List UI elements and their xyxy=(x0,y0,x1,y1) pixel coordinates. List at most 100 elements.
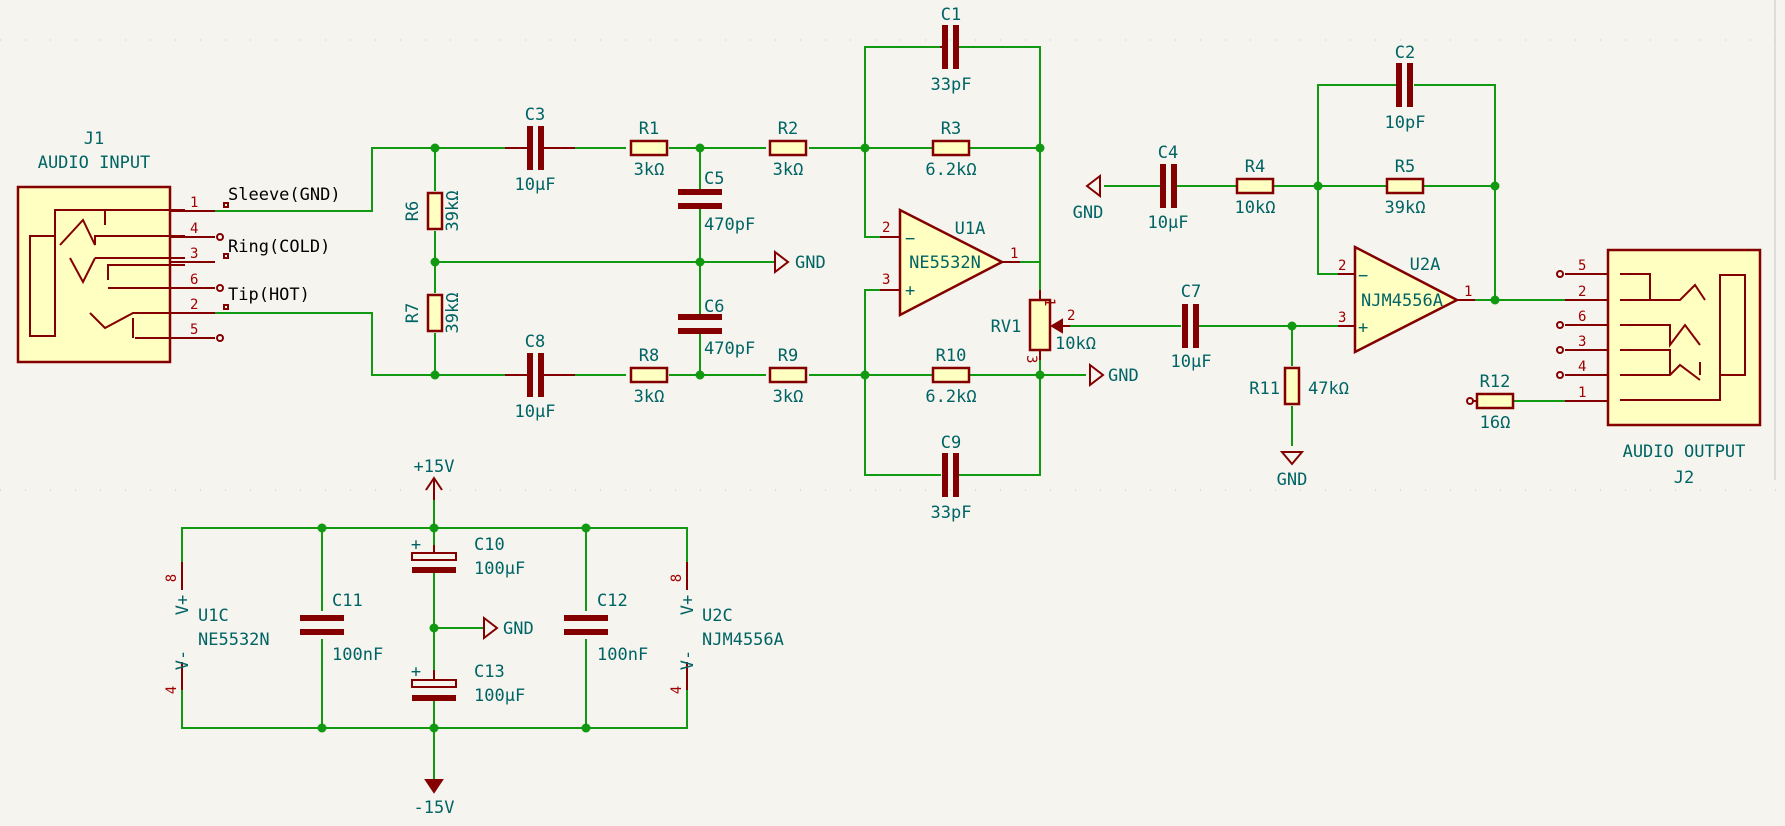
r1-ref: R1 xyxy=(639,119,659,139)
c11-capacitor[interactable]: C11 100nF xyxy=(300,591,383,665)
c2-capacitor[interactable]: C2 10pF xyxy=(1385,43,1426,133)
r2-ref: R2 xyxy=(778,119,798,139)
u2a-pin-3: 3 xyxy=(1338,310,1346,326)
r7-resistor[interactable]: R7 39kΩ xyxy=(403,293,463,334)
c4-capacitor[interactable]: C4 10µF xyxy=(1148,143,1189,233)
junctions xyxy=(317,143,1500,733)
c6-capacitor[interactable]: C6 470pF xyxy=(678,297,755,359)
r3-value: 6.2kΩ xyxy=(925,160,976,180)
j2-pin-2: 2 xyxy=(1578,284,1586,300)
j1-pin-5: 5 xyxy=(190,322,198,338)
j2-connector[interactable]: 5 2 6 3 4 1 AUDIO OUTPUT J2 xyxy=(1556,248,1762,488)
r11-resistor[interactable]: R11 47kΩ xyxy=(1249,366,1349,406)
u1a-plus: + xyxy=(905,281,915,301)
c13-capacitor[interactable]: + C13 100µF xyxy=(411,662,525,706)
gnd-symbol-power: GND xyxy=(483,615,534,641)
r5-value: 39kΩ xyxy=(1385,198,1426,218)
u2c-pin-4: 4 xyxy=(669,686,685,694)
u1c-vminus: V- xyxy=(173,650,193,670)
c2-ref: C2 xyxy=(1395,43,1415,63)
u1c-value: NE5532N xyxy=(198,630,270,650)
gnd-label-r11: GND xyxy=(1277,470,1308,490)
r4-ref: R4 xyxy=(1245,157,1265,177)
r12-resistor[interactable]: R12 16Ω xyxy=(1466,372,1515,433)
c5-value: 470pF xyxy=(704,215,755,235)
c5-ref: C5 xyxy=(704,169,724,189)
c12-ref: C12 xyxy=(597,591,628,611)
u1c-power-unit[interactable]: 8 4 V+ V- U1C NE5532N xyxy=(164,562,270,694)
c10-value: 100µF xyxy=(474,559,525,579)
u2a-ref: U2A xyxy=(1410,255,1441,275)
gnd-symbol-mid: GND xyxy=(774,249,826,275)
j2-value: AUDIO OUTPUT xyxy=(1623,442,1746,462)
r2-value: 3kΩ xyxy=(773,160,804,180)
r6-value: 39kΩ xyxy=(443,191,463,232)
u1a-value: NE5532N xyxy=(909,253,981,273)
c3-capacitor[interactable]: C3 10µF xyxy=(505,105,575,195)
c7-ref: C7 xyxy=(1181,282,1201,302)
c8-value: 10µF xyxy=(515,402,556,422)
u2c-value: NJM4556A xyxy=(702,630,784,650)
u1a-opamp[interactable]: − + 2 3 1 U1A NE5532N xyxy=(880,207,1020,318)
j1-tip-flag xyxy=(223,304,229,310)
u2a-pin-1: 1 xyxy=(1464,284,1472,300)
c10-ref: C10 xyxy=(474,535,505,555)
c6-value: 470pF xyxy=(704,339,755,359)
gnd-label-power: GND xyxy=(503,619,534,639)
r4-resistor[interactable]: R4 10kΩ xyxy=(1235,157,1276,218)
vneg-symbol: -15V xyxy=(414,779,455,818)
r9-resistor[interactable]: R9 3kΩ xyxy=(768,346,808,407)
r4-value: 10kΩ xyxy=(1235,198,1276,218)
gnd-symbol-r11: GND xyxy=(1277,451,1308,490)
vpos-label: +15V xyxy=(414,457,455,477)
u2c-power-unit[interactable]: 8 4 V+ V- U2C NJM4556A xyxy=(669,562,784,694)
c9-capacitor[interactable]: C9 33pF xyxy=(931,433,972,523)
j2-pin-5: 5 xyxy=(1578,258,1586,274)
r1-resistor[interactable]: R1 3kΩ xyxy=(629,119,669,180)
c11-value: 100nF xyxy=(332,645,383,665)
r10-resistor[interactable]: R10 6.2kΩ xyxy=(925,346,976,407)
c10-capacitor[interactable]: + C10 100µF xyxy=(411,535,525,579)
u1a-pin-2: 2 xyxy=(882,220,890,236)
r8-value: 3kΩ xyxy=(634,387,665,407)
r8-resistor[interactable]: R8 3kΩ xyxy=(629,346,669,407)
c12-capacitor[interactable]: C12 100nF xyxy=(564,591,648,665)
rv1-potentiometer[interactable]: 1 2 3 RV1 10kΩ xyxy=(991,290,1096,363)
gnd-symbol-c4: GND xyxy=(1073,173,1103,223)
j1-connector[interactable]: 1 4 3 6 2 5 J1 AUDIO INPUT xyxy=(16,129,224,364)
c8-ref: C8 xyxy=(525,332,545,352)
c5-capacitor[interactable]: C5 470pF xyxy=(678,169,755,235)
c1-ref: C1 xyxy=(941,5,961,25)
u2a-opamp[interactable]: − + 2 3 1 U2A NJM4556A xyxy=(1338,244,1475,355)
r3-resistor[interactable]: R3 6.2kΩ xyxy=(925,119,976,180)
r5-resistor[interactable]: R5 39kΩ xyxy=(1385,157,1426,218)
r5-ref: R5 xyxy=(1395,157,1415,177)
j1-ring-flag xyxy=(223,253,229,259)
u1c-ref: U1C xyxy=(198,606,229,626)
c13-plus: + xyxy=(411,662,421,682)
c1-capacitor[interactable]: C1 33pF xyxy=(931,5,972,95)
u1c-pin-8: 8 xyxy=(164,574,180,582)
u2a-minus: − xyxy=(1358,266,1368,286)
c7-capacitor[interactable]: C7 10µF xyxy=(1171,282,1212,372)
r11-value: 47kΩ xyxy=(1308,379,1349,399)
label-sleeve: Sleeve(GND) xyxy=(228,185,341,205)
c8-capacitor[interactable]: C8 10µF xyxy=(505,332,575,422)
gnd-label-rv1: GND xyxy=(1108,366,1139,386)
r2-resistor[interactable]: R2 3kΩ xyxy=(768,119,808,180)
c6-ref: C6 xyxy=(704,297,724,317)
c9-ref: C9 xyxy=(941,433,961,453)
r9-ref: R9 xyxy=(778,346,798,366)
u1a-minus: − xyxy=(905,229,915,249)
c2-value: 10pF xyxy=(1385,113,1426,133)
r7-value: 39kΩ xyxy=(443,293,463,334)
u1a-pin-1: 1 xyxy=(1010,246,1018,262)
vneg-label: -15V xyxy=(414,798,455,818)
rv1-pin-3: 3 xyxy=(1023,355,1039,363)
gnd-symbol-rv1: GND xyxy=(1089,362,1139,388)
r10-ref: R10 xyxy=(936,346,967,366)
r6-resistor[interactable]: R6 39kΩ xyxy=(403,191,463,232)
u2c-vminus: V- xyxy=(678,650,698,670)
c4-value: 10µF xyxy=(1148,213,1189,233)
j2-pin-6: 6 xyxy=(1578,309,1586,325)
